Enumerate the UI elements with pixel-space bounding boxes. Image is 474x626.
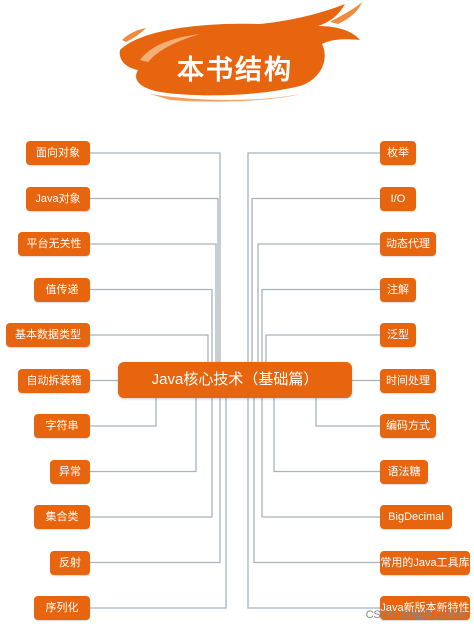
connector-line (261, 398, 380, 518)
right-topic-node[interactable]: Java新版本新特性 (380, 596, 470, 620)
left-topic-node[interactable]: 异常 (50, 459, 90, 484)
right-topic-node[interactable]: 动态代理 (380, 232, 436, 256)
left-topic-node[interactable]: 字符串 (34, 414, 90, 438)
right-topic-node[interactable]: 语法糖 (380, 459, 428, 484)
left-topic-node[interactable]: 平台无关性 (18, 232, 90, 256)
connector-line (257, 243, 380, 362)
connector-line (247, 398, 380, 609)
connector-line (90, 398, 157, 427)
connector-line (273, 398, 380, 473)
left-topic-node[interactable]: 反射 (50, 550, 90, 575)
left-topic-node[interactable]: 值传递 (34, 277, 90, 302)
left-topic-node[interactable]: 自动拆装箱 (18, 368, 90, 393)
central-topic[interactable]: Java核心技术（基础篇） (118, 362, 352, 398)
connector-line (90, 398, 213, 518)
connector-line (90, 398, 197, 473)
left-topic-node[interactable]: 序列化 (34, 596, 90, 620)
connector-line (90, 398, 221, 564)
connector-line (265, 334, 380, 362)
connector-line (261, 288, 380, 362)
right-topic-node[interactable]: 时间处理 (380, 368, 436, 393)
left-topic-node[interactable]: 集合类 (34, 505, 90, 529)
right-topic-node[interactable]: I/O (380, 186, 416, 211)
watermark: CSDN @程序员洲洲 (365, 609, 466, 621)
connector-line (90, 398, 227, 609)
right-topic-node[interactable]: 常用的Java工具库 (380, 550, 470, 575)
title-banner: 本书结构 (0, 0, 474, 110)
left-topic-node[interactable]: 面向对象 (26, 141, 90, 165)
connector-line (90, 243, 217, 362)
connector-line (90, 288, 213, 362)
banner-title: 本书结构 (177, 55, 293, 86)
connector-line (90, 334, 209, 362)
brush-stroke-decoration (119, 2, 362, 102)
right-topic-node[interactable]: 泛型 (380, 323, 416, 347)
left-topic-node[interactable]: Java对象 (26, 186, 90, 211)
right-topic-node[interactable]: 注解 (380, 277, 416, 302)
connector-line (251, 197, 380, 362)
right-topic-node[interactable]: BigDecimal (380, 505, 452, 529)
right-topic-node[interactable]: 编码方式 (380, 414, 436, 438)
connector-line (253, 398, 380, 564)
left-topic-node[interactable]: 基本数据类型 (6, 323, 90, 347)
connector-line (90, 197, 219, 362)
connector-line (247, 152, 380, 362)
right-topic-node[interactable]: 枚举 (380, 141, 416, 165)
connector-line (315, 398, 380, 427)
connector-line (90, 152, 221, 362)
